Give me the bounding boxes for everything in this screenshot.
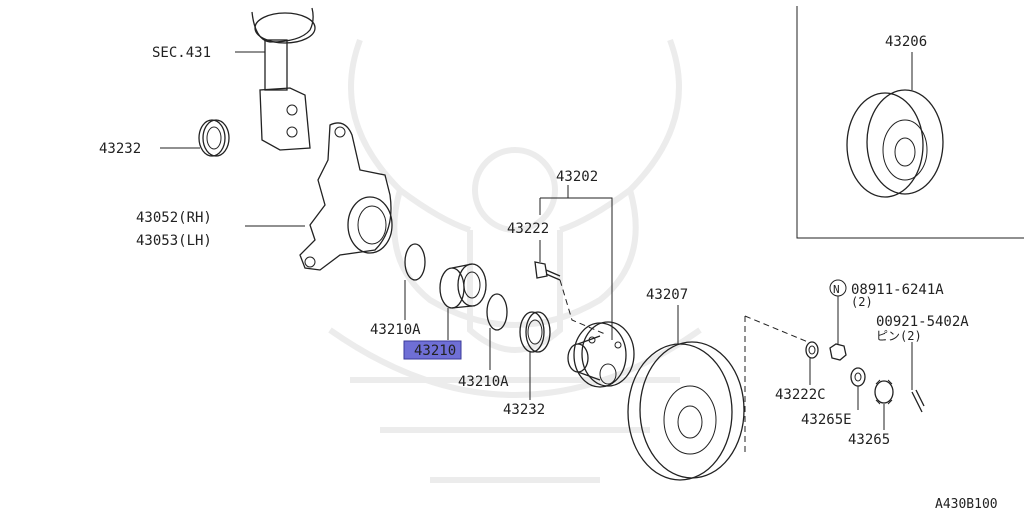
cotter-pin-00921 (911, 342, 925, 413)
seal-43232-bottom (519, 311, 551, 400)
inset-frame (796, 6, 1024, 239)
washer-43265E (850, 367, 866, 410)
label-diagram-code: A430B100 (935, 497, 998, 510)
label-n-marker: N (833, 283, 840, 296)
bracket-43202 (539, 185, 613, 340)
label-43210A-right[interactable]: 43210A (458, 374, 509, 390)
castle-nut-43265 (874, 379, 894, 430)
label-43232-bottom[interactable]: 43232 (503, 402, 545, 418)
label-08911-qty: (2) (851, 295, 873, 309)
label-43232-top[interactable]: 43232 (99, 141, 141, 157)
label-43210A-left[interactable]: 43210A (370, 322, 421, 338)
nut-08911 (829, 296, 847, 361)
label-43053-lh[interactable]: 43053(LH) (136, 233, 212, 249)
seal-43232-top (160, 119, 230, 157)
label-00921-pin: ピン(2) (876, 329, 922, 343)
label-43265[interactable]: 43265 (848, 432, 890, 448)
snap-ring-43210A-left (404, 243, 426, 320)
label-00921-5402A[interactable]: 00921-5402A (876, 314, 969, 330)
watermark-emblem (328, 38, 702, 483)
label-43222[interactable]: 43222 (507, 221, 549, 237)
steering-knuckle (245, 122, 393, 271)
label-08911-6241A[interactable]: 08911-6241A (851, 282, 944, 298)
label-43265E[interactable]: 43265E (801, 412, 852, 428)
disc-rotor-43207 (627, 305, 809, 481)
label-sec-431[interactable]: SEC.431 (152, 45, 211, 61)
bolt-43222 (534, 240, 606, 335)
new-part-marker (829, 279, 847, 297)
hub-43202 (567, 321, 635, 388)
washer-43222C (805, 341, 819, 385)
bearing-43210 (439, 263, 487, 340)
label-43206[interactable]: 43206 (885, 34, 927, 50)
strut-assembly (235, 7, 316, 151)
label-43210[interactable]: 43210 (414, 343, 456, 359)
label-43202[interactable]: 43202 (556, 169, 598, 185)
brake-drum-43206 (846, 52, 944, 198)
label-43052-rh[interactable]: 43052(RH) (136, 210, 212, 226)
label-43222C[interactable]: 43222C (775, 387, 826, 403)
snap-ring-43210A-right (486, 293, 508, 370)
highlight-43210[interactable] (403, 340, 462, 360)
label-43207[interactable]: 43207 (646, 287, 688, 303)
